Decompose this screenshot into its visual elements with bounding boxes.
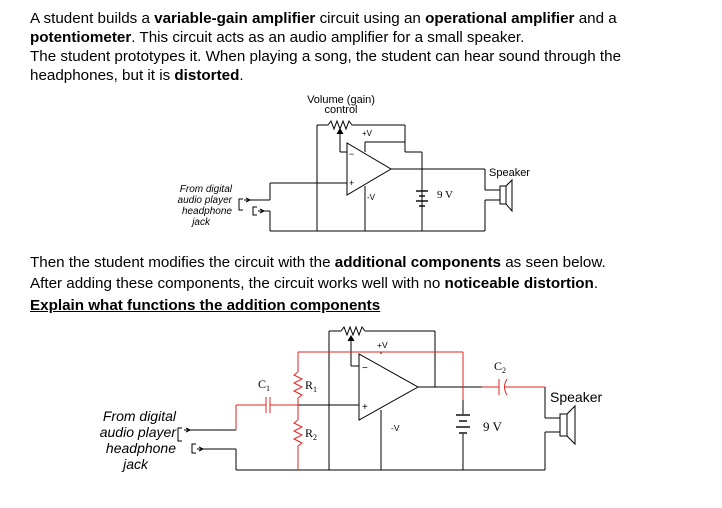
problem-intro: A student builds a variable-gain amplifi… [30, 9, 700, 85]
opamp-plus-v-1: +V [362, 129, 373, 138]
r1-resistor [292, 371, 304, 399]
problem-followup: Then the student modifies the circuit wi… [30, 253, 700, 315]
middle-line-1: Then the student modifies the circuit wi… [30, 254, 606, 271]
source-label-2-line-2: audio player [100, 424, 178, 440]
opamp-triangle [346, 142, 392, 196]
intro-line-1: A student builds a variable-gain amplifi… [30, 10, 617, 27]
speaker-label-2: Speaker [550, 389, 602, 405]
speaker-body-1 [499, 185, 507, 205]
circuit-diagram-original: Volume (gain) control +V -V − + 9 V Spea… [178, 94, 530, 232]
source-label-2-line-4: jack [121, 456, 149, 472]
battery-label-1: 9 V [437, 189, 453, 201]
source-label-1-line-2: audio player [178, 195, 233, 206]
r1-label: R1 [305, 378, 317, 394]
added-components [235, 351, 545, 470]
speaker-body-2 [559, 413, 568, 437]
source-label-2-line-3: headphone [106, 440, 176, 456]
opamp-inverting-sign-2: − [362, 363, 368, 374]
opamp-minus-v-1: -V [367, 193, 376, 202]
intro-line-2: potentiometer. This circuit acts as an a… [30, 29, 525, 46]
middle-line-2: After adding these components, the circu… [30, 275, 599, 292]
c2-label: C2 [494, 359, 506, 375]
potentiometer-resistor-2 [340, 325, 366, 337]
source-label-1-line-3: headphone [182, 206, 232, 217]
speaker-label-1: Speaker [489, 167, 530, 179]
r2-resistor [292, 419, 304, 447]
volume-label-line-1: Volume (gain) [307, 94, 375, 106]
c1-label: C1 [258, 377, 270, 393]
source-label-2-line-1: From digital [103, 408, 177, 424]
opamp-noninverting-sign-1: + [349, 178, 354, 188]
r2-label: R2 [305, 426, 317, 442]
source-label-1-line-4: jack [190, 217, 211, 228]
battery-label-2: 9 V [483, 419, 503, 434]
source-label-1-line-1: From digital [180, 184, 233, 195]
opamp-noninverting-sign-2: + [362, 402, 368, 413]
potentiometer-resistor [327, 119, 353, 131]
volume-label-line-2: control [324, 104, 357, 116]
question-prompt: Explain what functions the addition comp… [30, 297, 381, 314]
intro-line-3: The student prototypes it. When playing … [30, 48, 622, 65]
opamp-plus-v-2: +V [377, 340, 388, 350]
opamp-triangle-2 [358, 353, 420, 421]
opamp-inverting-sign-1: − [349, 149, 354, 159]
opamp-minus-v-2: -V [391, 423, 400, 433]
intro-line-4: headphones, but it is distorted. [30, 67, 244, 84]
